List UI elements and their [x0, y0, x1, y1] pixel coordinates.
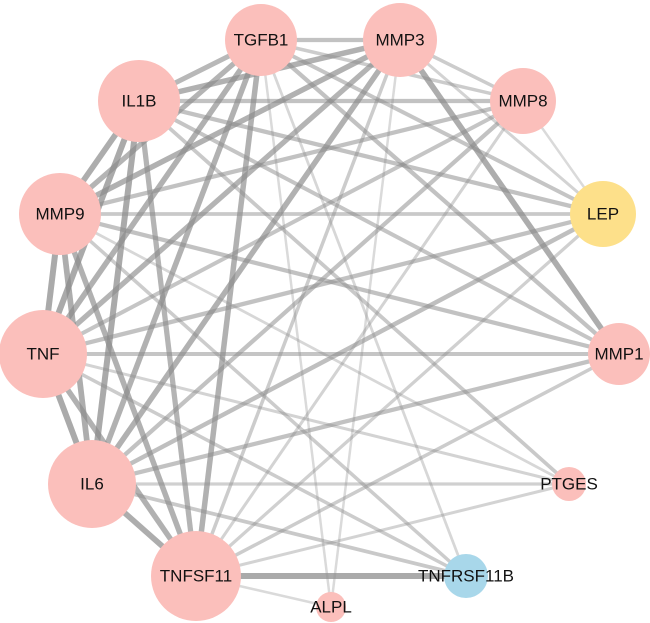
- node-label-mmp8: MMP8: [498, 92, 547, 111]
- node-tgfb1[interactable]: [225, 4, 297, 76]
- node-mmp8[interactable]: [490, 68, 556, 134]
- node-tnf[interactable]: [0, 310, 87, 398]
- edge-tgfb1-mmp1: [259, 38, 621, 356]
- node-mmp3[interactable]: [363, 3, 437, 77]
- node-alpl[interactable]: [316, 592, 346, 622]
- edge-mmp1-tnfsf11: [195, 352, 620, 578]
- node-tnfrsf11b[interactable]: [444, 554, 488, 598]
- node-label-tnf: TNF: [26, 345, 59, 364]
- node-lep[interactable]: [570, 181, 636, 247]
- node-label-il1b: IL1B: [122, 92, 157, 111]
- node-il1b[interactable]: [98, 60, 180, 142]
- edges-layer: [40, 37, 622, 609]
- edge-tnfsf11-ptges: [195, 482, 570, 578]
- node-label-lep: LEP: [587, 205, 619, 224]
- edge-mmp9-tnfsf11: [57, 213, 199, 577]
- nodes-layer: [0, 3, 650, 622]
- edge-il6-tnfrsf11b: [91, 482, 467, 578]
- edge-il1b-tnfsf11: [136, 100, 199, 577]
- node-ptges[interactable]: [552, 467, 586, 501]
- node-label-mmp1: MMP1: [594, 345, 643, 364]
- edge-lep-tnf: [42, 211, 604, 357]
- edge-mmp8-mmp9: [59, 98, 524, 217]
- edge-mmp3-tnf: [41, 38, 402, 356]
- edge-mmp9-ptges: [59, 212, 570, 486]
- edge-mmp9-mmp1: [59, 211, 620, 357]
- node-label-mmp9: MMP9: [35, 205, 84, 224]
- node-mmp9[interactable]: [19, 173, 101, 255]
- node-mmp1[interactable]: [588, 323, 650, 385]
- node-label-ptges: PTGES: [540, 475, 598, 494]
- edge-mmp8-tnfsf11: [194, 100, 525, 577]
- edge-mmp8-il6: [90, 99, 525, 486]
- node-tnfsf11[interactable]: [151, 531, 241, 621]
- node-label-tgfb1: TGFB1: [234, 31, 289, 50]
- node-label-tnfsf11: TNFSF11: [160, 567, 232, 586]
- node-il6[interactable]: [48, 440, 136, 528]
- node-label-tnfrsf11b: TNFRSF11B: [418, 567, 514, 586]
- node-label-il6: IL6: [80, 475, 104, 494]
- edge-lep-il6: [90, 212, 605, 486]
- edge-il1b-lep: [138, 98, 604, 217]
- edge-tnf-tnfrsf11b: [42, 352, 467, 578]
- edge-mmp3-tnfsf11: [194, 39, 402, 577]
- node-label-mmp3: MMP3: [375, 31, 424, 50]
- edge-mmp3-mmp1: [397, 38, 622, 356]
- edge-tgfb1-lep: [260, 38, 604, 216]
- edge-mmp1-il6: [91, 351, 620, 487]
- edge-mmp3-mmp9: [58, 37, 402, 217]
- node-label-alpl: ALPL: [310, 598, 352, 617]
- edge-mmp8-tnf: [42, 99, 524, 356]
- edge-lep-tnfsf11: [194, 212, 605, 578]
- edge-tnf-ptges: [42, 352, 570, 486]
- edge-tgfb1-il6: [89, 39, 264, 485]
- edge-il1b-il6: [89, 100, 142, 485]
- edge-mmp3-lep: [399, 38, 604, 216]
- edge-il1b-ptges: [137, 99, 571, 486]
